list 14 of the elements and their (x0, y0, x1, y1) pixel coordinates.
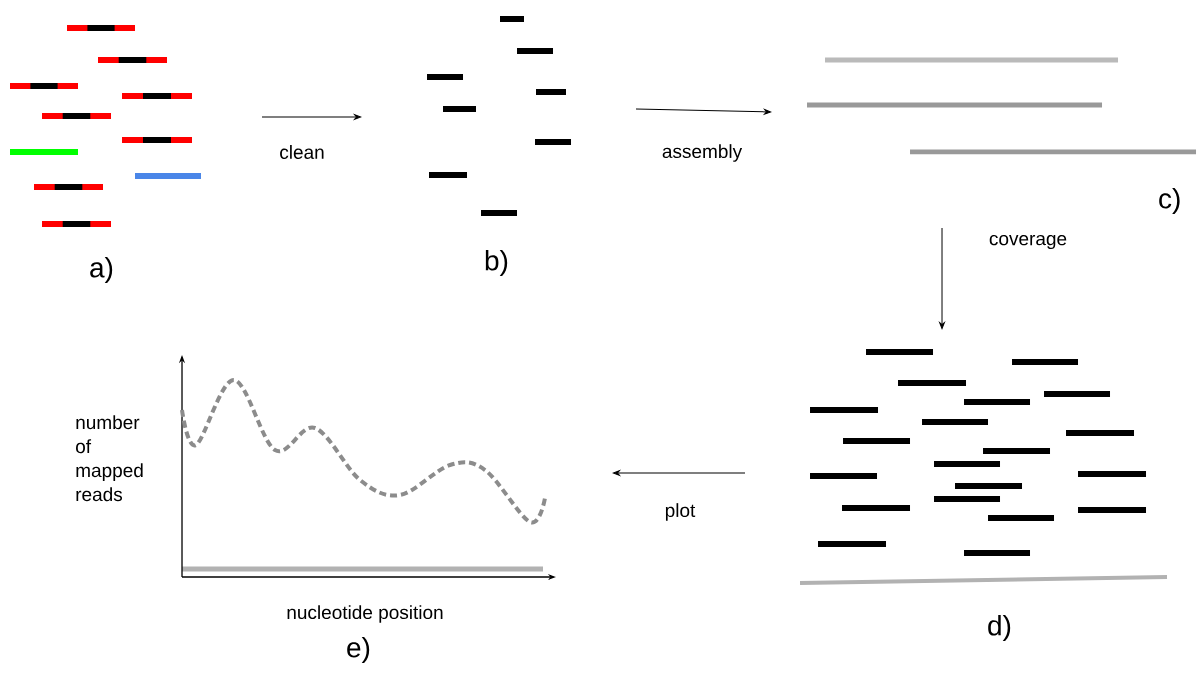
node-label: e) (347, 637, 370, 664)
edge-label: coverage (986, 232, 1070, 252)
axis-label: number of mapped reads (76, 415, 143, 502)
edge-label: plot (662, 501, 698, 523)
edge-label: clean (277, 143, 327, 161)
arrow (939, 227, 945, 330)
arrow (261, 114, 362, 120)
axis-label: nucleotide position (287, 605, 443, 623)
contigs-panel: c) (807, 57, 1196, 215)
arrow (635, 108, 772, 115)
raw-reads-panel: a) (10, 25, 201, 284)
arrow (612, 470, 746, 476)
mapped-reads-panel: d) (799, 349, 1168, 642)
edge-label: assembly (659, 142, 745, 164)
